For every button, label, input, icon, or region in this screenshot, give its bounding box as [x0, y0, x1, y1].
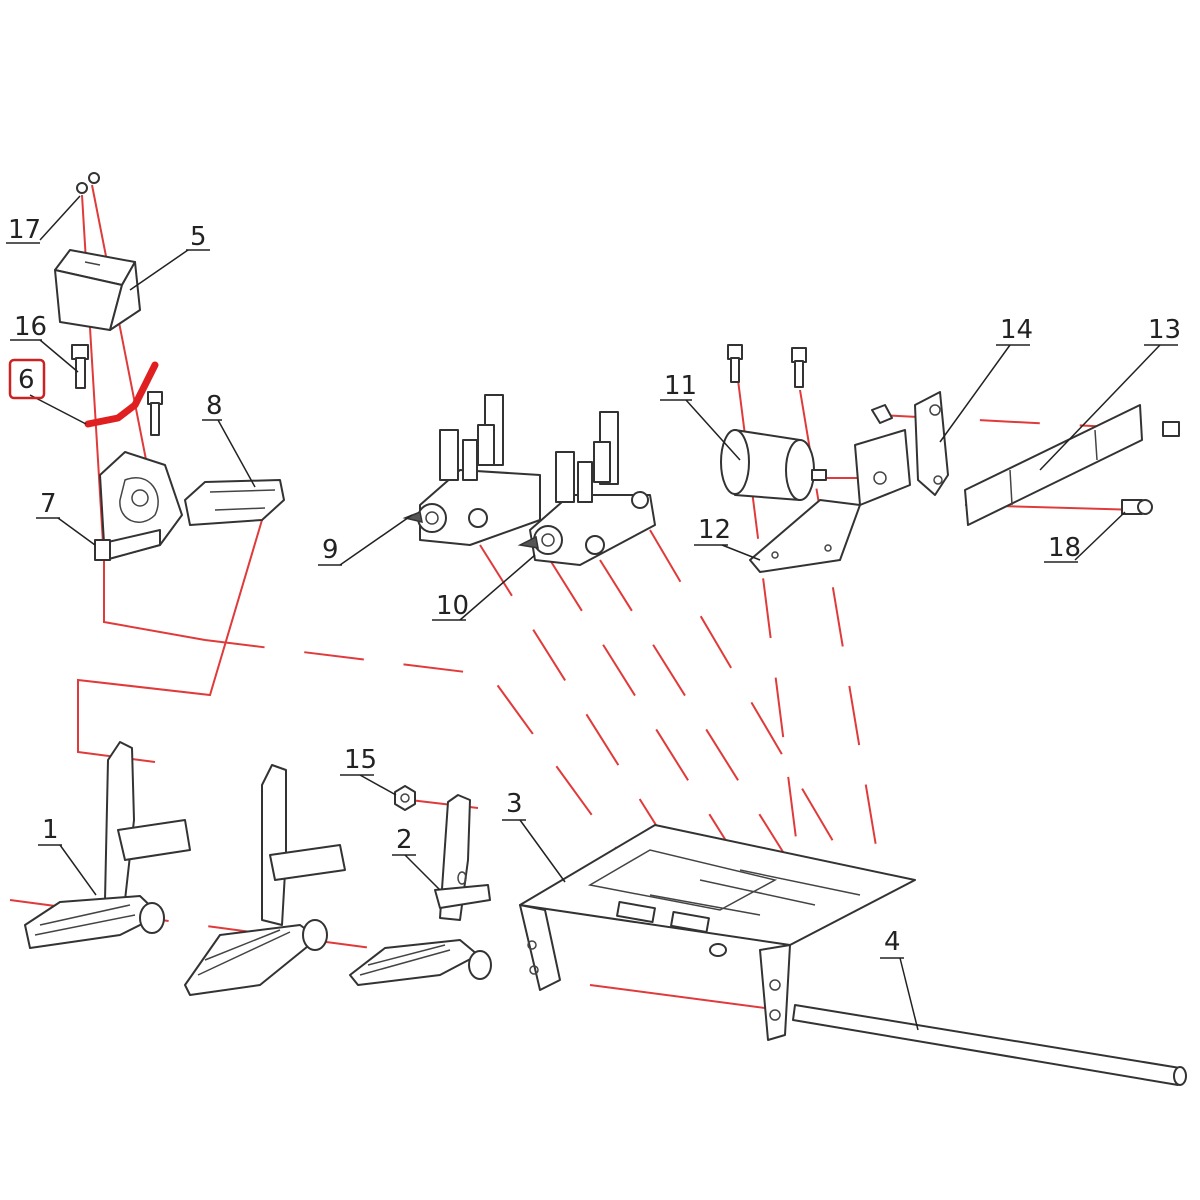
callout-7: 7 — [40, 489, 57, 519]
part-13-strip — [964, 404, 1180, 526]
assembly-line-8-to-1 — [77, 519, 263, 763]
part-16-bolt — [71, 344, 163, 436]
part-12-bracket — [749, 429, 911, 573]
assembly-line-screws-17 — [81, 194, 206, 641]
callout-12: 12 — [698, 515, 731, 545]
callout-16: 16 — [14, 312, 47, 342]
callout-15: 15 — [344, 745, 377, 775]
callouts: 17 5 16 6 8 7 9 10 11 12 14 13 18 15 1 2… — [6, 215, 1181, 959]
part-18-screw — [1121, 499, 1153, 515]
callout-6: 6 — [18, 365, 35, 395]
part-6-rod — [84, 361, 159, 428]
callout-4: 4 — [884, 927, 901, 957]
callout-18: 18 — [1048, 533, 1081, 563]
assembly-line-11-to-3 — [737, 379, 801, 871]
callout-11: 11 — [664, 371, 697, 401]
assembly-line-10b-to-3 — [599, 559, 811, 896]
callout-3: 3 — [506, 789, 523, 819]
part-3-base-frame — [519, 824, 916, 1041]
assembly-line-11b-to-3 — [799, 389, 881, 871]
callout-13: 13 — [1148, 315, 1181, 345]
part-4-shaft — [792, 1004, 1187, 1086]
part-pedal-middle — [184, 764, 346, 996]
part-1-pedal-left — [24, 741, 191, 949]
callout-6-highlight-box — [8, 358, 46, 400]
part-11-solenoid — [720, 344, 827, 501]
callout-5: 5 — [190, 222, 207, 252]
assembly-line-10c-to-3 — [649, 529, 851, 871]
part-5-cover — [54, 249, 141, 331]
assembly-line-shaft-4 — [589, 984, 781, 1011]
part-2-pedal-right — [349, 794, 492, 986]
callout-1: 1 — [42, 815, 59, 845]
part-10-valve-manifold — [517, 411, 656, 566]
part-14-link — [871, 391, 949, 496]
part-8-lever — [184, 479, 285, 526]
part-15-nut — [394, 785, 416, 811]
callout-14: 14 — [1000, 315, 1033, 345]
leader-lines — [29, 195, 1161, 1031]
assembly-line-cover-5 — [91, 184, 151, 481]
part-7-cam-block — [94, 451, 183, 561]
part-9-valve-manifold — [402, 394, 541, 546]
callout-8: 8 — [206, 391, 223, 421]
callout-17: 17 — [8, 215, 41, 245]
callout-9: 9 — [322, 535, 339, 565]
callout-10: 10 — [436, 591, 469, 621]
part-17-screws — [76, 172, 100, 194]
callout-2: 2 — [396, 825, 413, 855]
